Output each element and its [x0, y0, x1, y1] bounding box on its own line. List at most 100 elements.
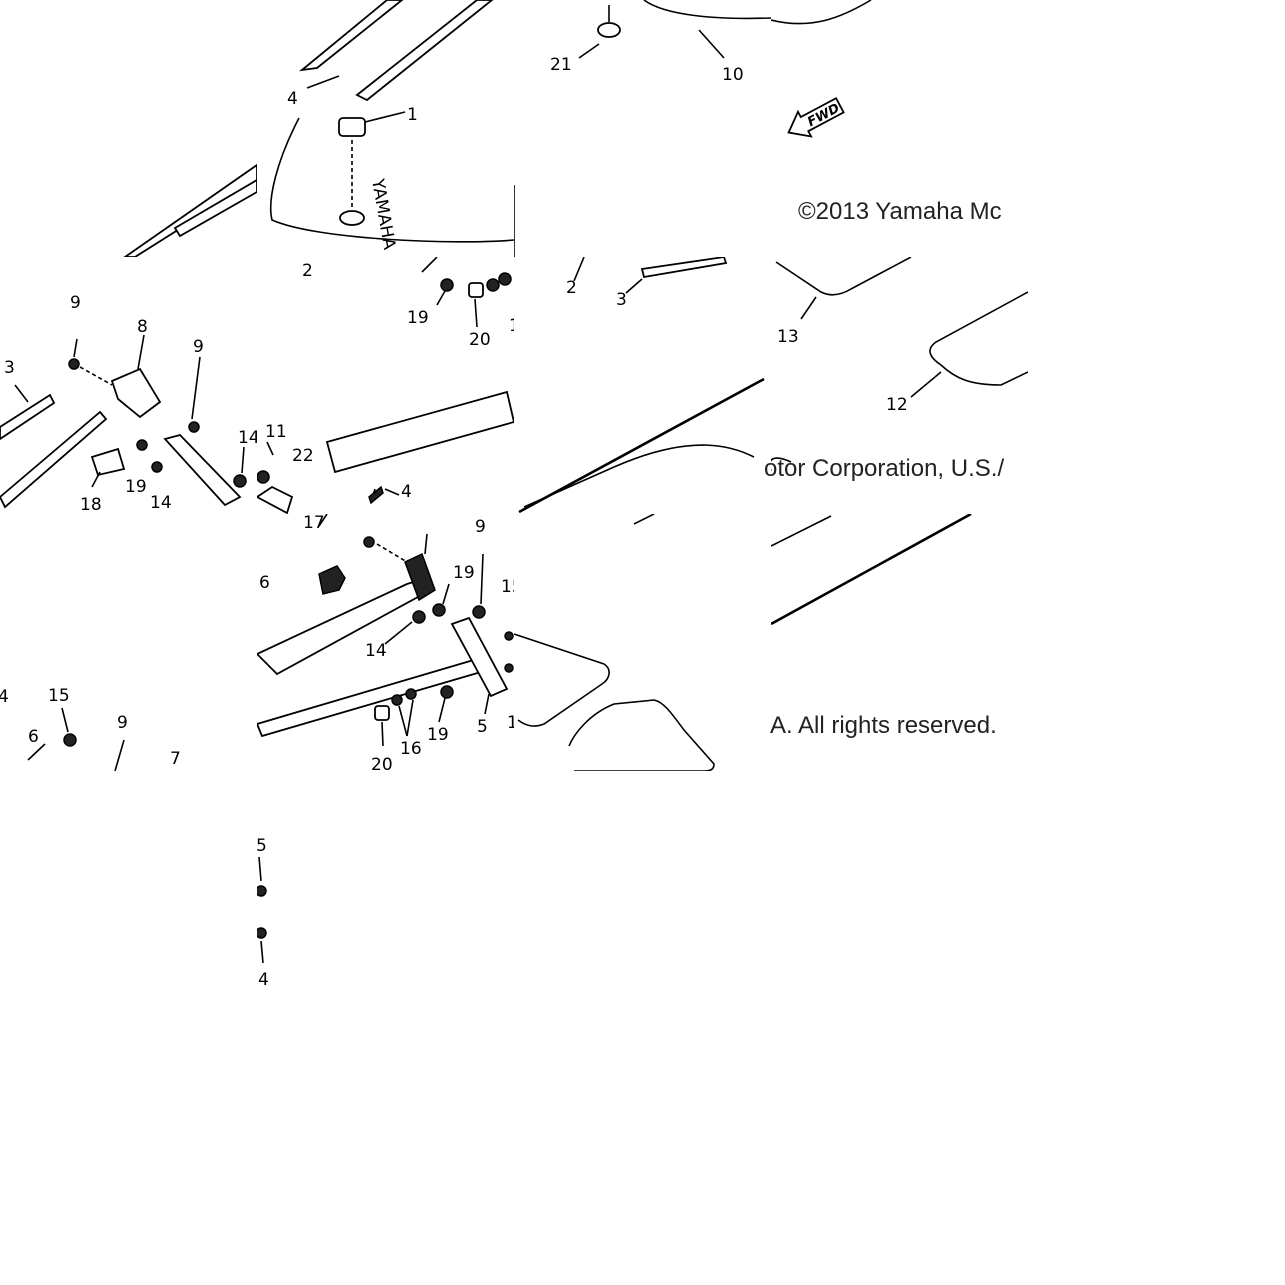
nut-19 — [136, 439, 148, 451]
leader-17 — [318, 514, 328, 527]
leader-9a — [73, 338, 78, 358]
leader-bracket — [424, 533, 428, 555]
callout-20b: 20 — [371, 755, 393, 771]
center-drawing: 2 11 22 — [257, 261, 314, 514]
washer-22 — [257, 470, 270, 484]
bolt-14b — [233, 474, 247, 488]
fwd-arrow-icon: FWD — [787, 97, 845, 138]
leader-4c — [384, 488, 400, 496]
drain-hole — [339, 210, 365, 226]
diagram-tile-mat-lower — [514, 514, 771, 771]
hull-stub — [633, 514, 655, 525]
diagram-tile-fasteners: 19 20 1 4 — [257, 257, 514, 514]
mat-14-outline — [568, 699, 715, 771]
lower-center-drawing: 17 6 14 20 16 19 9 — [257, 514, 514, 771]
lower-right-drawing — [771, 514, 972, 626]
leader-hull — [421, 257, 438, 273]
callout-4b: 4 — [401, 482, 412, 502]
callout-10: 10 — [722, 65, 744, 85]
bracket-end — [257, 485, 294, 514]
callout-1c: 1 — [507, 713, 514, 733]
hull-line — [518, 377, 765, 514]
leader-13 — [800, 296, 817, 320]
leader-15 — [61, 707, 69, 733]
callout-9d: 9 — [475, 517, 486, 537]
washer-16a — [486, 278, 500, 292]
washer-21 — [597, 22, 621, 38]
bracket-5-top — [404, 552, 436, 602]
diagram-tile-fwd: FWD — [771, 0, 1028, 257]
leader-4 — [306, 75, 340, 89]
diagram-tile-center-right: 2 3 — [514, 257, 771, 514]
rail-strip-left — [298, 0, 404, 72]
bracket-8 — [110, 367, 162, 419]
hull-top-drawing: YAMAHA 4 1 2 — [269, 0, 514, 252]
callout-2b: 2 — [566, 278, 577, 298]
callout-14a: 14 — [150, 493, 172, 513]
diagram-tile-lower-center: 17 6 14 20 16 19 9 — [257, 514, 514, 771]
rail-6 — [257, 581, 429, 676]
leader-11 — [266, 441, 274, 456]
axis-top — [376, 543, 408, 563]
side-rail-mid — [173, 178, 257, 238]
callout-19: 19 — [125, 477, 147, 497]
callout-15: 15 — [48, 686, 70, 706]
leader-2 — [573, 257, 585, 282]
callout-13: 13 — [777, 327, 799, 347]
leader-16a — [398, 705, 408, 737]
bolt-14c — [412, 610, 426, 624]
callout-3b: 3 — [616, 290, 627, 310]
bracket-5 — [450, 616, 509, 698]
diagram-tile-mats: 13 12 — [771, 257, 1028, 514]
callout-4: 4 — [287, 89, 298, 109]
diagram-tile-bracket-left: 9 8 9 3 18 19 14 14 — [0, 257, 257, 514]
callout-14c: 14 — [365, 641, 387, 661]
bracket-left-drawing: 9 8 9 3 18 19 14 14 — [0, 293, 257, 514]
leader-1 — [364, 111, 406, 123]
mat-corner — [771, 457, 792, 471]
leader-16b — [406, 699, 414, 737]
callout-1b: 1 — [509, 316, 514, 336]
callout-9a: 9 — [70, 293, 81, 313]
callout-21: 21 — [550, 55, 572, 75]
callout-15b: 15 — [501, 577, 514, 597]
bottom-drawing: 5 4 — [257, 836, 269, 990]
leader-14b — [241, 446, 245, 474]
diagram-tile-lower-right — [771, 514, 1028, 771]
nut-19d — [432, 603, 446, 617]
leader-10 — [698, 29, 725, 59]
callout-19b: 19 — [407, 308, 429, 328]
bolt-bottom-b — [257, 927, 267, 939]
leader-8 — [137, 334, 145, 370]
callout-16: 16 — [400, 739, 422, 759]
clip-18 — [90, 447, 126, 477]
copyright-line-1: ©2013 Yamaha Mc — [798, 198, 1002, 225]
mat-13-outline — [775, 257, 912, 296]
leader-19c — [438, 697, 446, 723]
washer-16c — [391, 694, 403, 706]
nut-20b — [374, 705, 390, 721]
callout-3: 3 — [4, 358, 15, 378]
side-rails-drawing — [123, 163, 257, 257]
rail-3 — [0, 393, 56, 441]
diagram-tile-center: 2 11 22 — [257, 257, 514, 514]
callout-5b: 5 — [257, 836, 267, 856]
callout-12: 12 — [886, 395, 908, 415]
center-right-drawing: 2 3 — [518, 257, 765, 514]
leader-5b — [258, 856, 262, 882]
leader-9c — [114, 739, 125, 771]
bolt-9a — [68, 358, 80, 370]
callout-8: 8 — [137, 317, 148, 337]
fwd-drawing: FWD — [771, 0, 872, 138]
leader-21 — [578, 43, 600, 59]
mat-lower-drawing — [514, 514, 715, 771]
strake-line — [523, 444, 755, 508]
leader-20 — [474, 298, 478, 328]
rail-lower — [0, 410, 108, 509]
callout-6: 6 — [28, 727, 39, 747]
callout-4d: 4 — [258, 970, 269, 990]
leader-12 — [910, 371, 942, 398]
mats-drawing: 13 12 — [771, 257, 1028, 471]
diagram-tile-lower-left: 4 15 6 9 7 — [0, 514, 257, 771]
